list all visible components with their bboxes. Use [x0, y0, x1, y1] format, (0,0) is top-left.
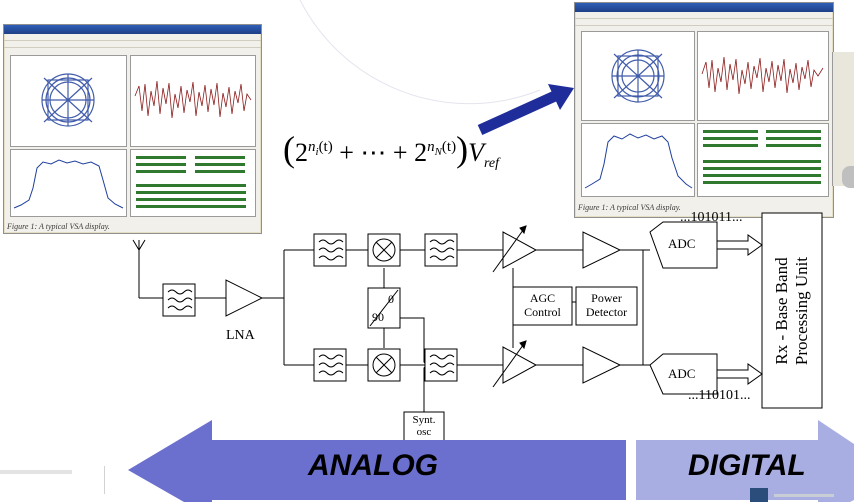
time-trace-plot — [701, 56, 824, 95]
time-trace-pane — [697, 31, 829, 121]
synthesizer-block — [403, 411, 445, 445]
vsa-screenshot-left: Figure 1: A typical VSA display. — [3, 24, 262, 234]
filter-block-top-1 — [313, 233, 347, 267]
adc-output-arrows — [716, 234, 763, 385]
adc-bottom-label: ADC — [668, 366, 696, 381]
partial-gray-button — [842, 166, 854, 188]
constellation-pane — [581, 31, 695, 121]
power-label-line-1: Power — [591, 291, 622, 305]
toolbar — [575, 19, 833, 26]
formula-exp-2-sub: N — [434, 146, 442, 159]
formula-exp-2-var: n — [427, 139, 435, 156]
symbol-table-pane — [130, 149, 256, 217]
formula-base-1: 2 — [295, 138, 308, 167]
phase-0-label: 0 — [388, 292, 394, 306]
synt-label-line-1: Synt. — [412, 414, 436, 426]
filter-block-bottom-1 — [313, 348, 347, 382]
filter-block-bottom-2 — [424, 348, 458, 382]
signal-wiring — [132, 239, 650, 412]
formula-exp-2-arg: (t) — [441, 139, 457, 156]
phase-90-label: 90 — [372, 310, 384, 324]
baseband-processing-block — [761, 212, 823, 409]
symbol-table — [136, 156, 246, 208]
spectrum-pane — [10, 149, 127, 217]
footer-logo-text-right — [774, 494, 834, 497]
footer-logo-fragment-right — [750, 488, 768, 502]
digital-label: DIGITAL — [688, 449, 806, 482]
input-filter-block — [162, 283, 196, 317]
filter-block-top-2 — [424, 233, 458, 267]
amp-bottom — [582, 346, 622, 384]
baseband-label: Rx - Base Band Processing Unit — [762, 213, 822, 408]
formula-exp-1-arg: (t) — [318, 139, 333, 156]
formula-base-2: 2 — [414, 138, 428, 167]
analog-label: ANALOG — [308, 449, 438, 482]
vsa-screenshot-right: Figure 1: A typical VSA display. — [574, 2, 834, 218]
mixer-symbols — [369, 238, 399, 377]
agc-control-block — [512, 286, 573, 326]
symbol-table — [703, 130, 821, 184]
window-title-bar — [575, 3, 833, 12]
toolbar — [4, 41, 261, 48]
agc-label-line-1: AGC — [529, 291, 556, 305]
agc-label-line-2: Control — [524, 305, 561, 319]
constellation-plot — [41, 73, 95, 127]
agc-label: AGC Control — [513, 291, 572, 319]
formula-exp-1: ni(t) — [308, 139, 333, 159]
synt-label-line-2: osc — [416, 426, 432, 438]
formula-dots: + ⋯ + — [339, 138, 408, 167]
conversion-arrow — [477, 84, 574, 136]
menu-bar — [575, 12, 833, 19]
formula-exp-2: nN(t) — [427, 139, 457, 159]
synt-label: Synt. osc — [404, 414, 444, 438]
amp-top — [582, 231, 622, 269]
window-title-bar — [4, 25, 261, 34]
vga-control-arrows — [492, 225, 527, 388]
baseband-label-line-2: Processing Unit — [792, 256, 812, 365]
time-trace-pane — [130, 55, 256, 147]
formula-exp-1-var: n — [308, 139, 316, 156]
menu-bar — [4, 34, 261, 41]
figure-caption-left: Figure 1: A typical VSA display. — [7, 222, 110, 231]
partial-window-right — [832, 52, 854, 186]
spectrum-plot — [13, 159, 124, 209]
baseband-label-line-1: Rx - Base Band — [772, 256, 792, 365]
footer-divider-left — [104, 466, 105, 494]
power-detector-block — [575, 286, 638, 326]
bitstream-top: ...101011... — [680, 210, 743, 225]
constellation-plot — [611, 49, 665, 103]
formula-open-paren: ( — [283, 129, 295, 169]
spectrum-pane — [581, 123, 695, 197]
vga-bottom — [502, 346, 538, 384]
filter-symbols — [167, 239, 455, 376]
formula-v-sub: ref — [483, 156, 500, 172]
figure-caption-right: Figure 1: A typical VSA display. — [578, 203, 681, 212]
lna-amplifier — [225, 279, 264, 317]
adc-top-label: ADC — [668, 236, 696, 251]
time-trace-plot — [134, 80, 252, 119]
baseband-label-text: Rx - Base Band Processing Unit — [772, 256, 812, 364]
bitstream-bottom: ...110101... — [688, 388, 751, 403]
constellation-pane — [10, 55, 127, 147]
vga-top — [502, 231, 538, 269]
power-detector-label: Power Detector — [576, 291, 637, 319]
band-arrows — [128, 420, 854, 502]
quantization-formula: (2ni(t) + ⋯ + 2nN(t))Vref — [283, 128, 583, 178]
spectrum-plot — [584, 133, 693, 189]
formula-close-paren: ) — [456, 129, 469, 169]
footer-logo-fragment-left — [0, 470, 72, 474]
formula-v: V — [468, 138, 484, 167]
symbol-table-pane — [697, 123, 829, 197]
formula-exp-1-sub: i — [315, 146, 319, 159]
phase-shifter-divider — [369, 289, 399, 327]
power-label-line-2: Detector — [585, 305, 628, 319]
lna-label: LNA — [226, 328, 255, 343]
